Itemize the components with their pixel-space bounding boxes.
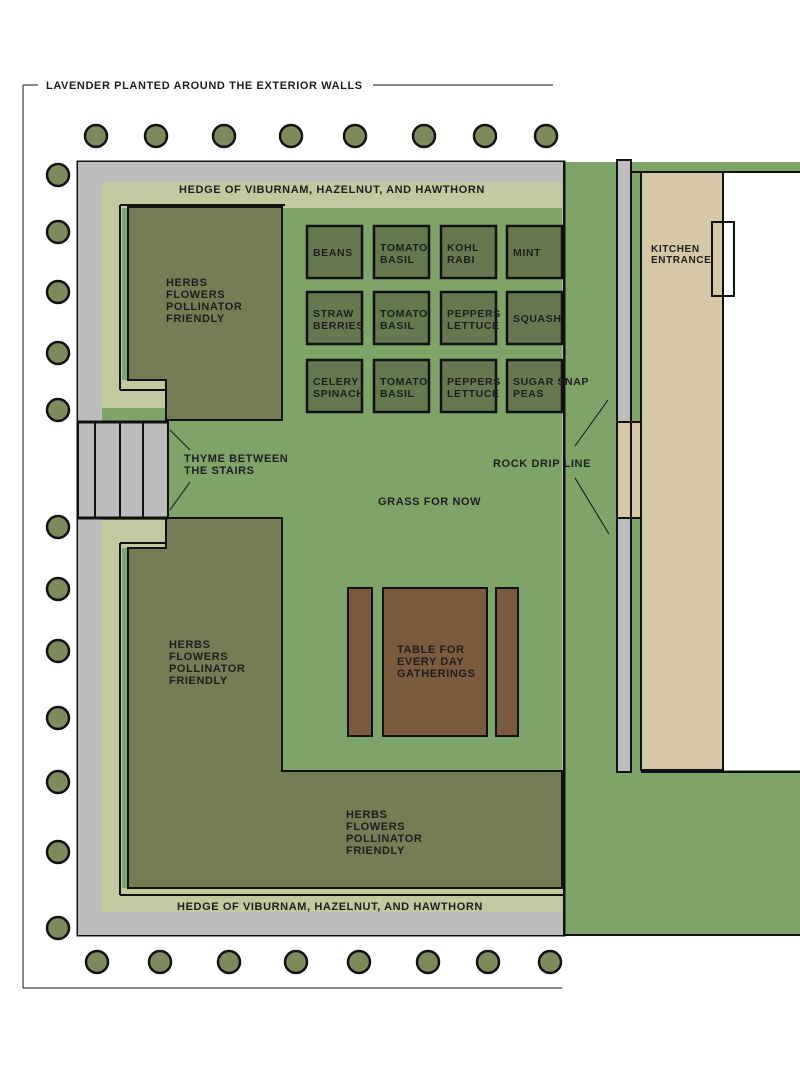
raised-bed bbox=[305, 224, 364, 280]
lavender-plant bbox=[45, 576, 71, 602]
stairs-label: THYME BETWEEN THE STAIRS bbox=[184, 453, 292, 477]
lavender-plant bbox=[415, 949, 441, 975]
lavender-plant bbox=[342, 123, 368, 149]
lavender-plant bbox=[45, 705, 71, 731]
lavender-plant bbox=[533, 123, 559, 149]
lavender-plant bbox=[537, 949, 563, 975]
lavender-legend-label: LAVENDER PLANTED AROUND THE EXTERIOR WAL… bbox=[46, 80, 363, 92]
raised-bed bbox=[505, 224, 564, 280]
grass-label: GRASS FOR NOW bbox=[378, 496, 481, 508]
raised-bed bbox=[372, 358, 431, 414]
bench-right bbox=[495, 587, 519, 737]
lavender-plant bbox=[45, 397, 71, 423]
hedge-top bbox=[102, 182, 562, 208]
table-label: TABLE FOR EVERY DAY GATHERINGS bbox=[397, 644, 476, 680]
herb-bed-bottom-label: HERBS FLOWERS POLLINATOR FRIENDLY bbox=[346, 809, 426, 857]
lavender-plant bbox=[346, 949, 372, 975]
kitchen-path bbox=[640, 171, 724, 771]
rock-drip-label: ROCK DRIP LINE bbox=[493, 458, 591, 470]
lavender-plant bbox=[283, 949, 309, 975]
herb-bed-top-left-label: HERBS FLOWERS POLLINATOR FRIENDLY bbox=[166, 277, 246, 325]
lavender-plants bbox=[45, 123, 563, 975]
raised-bed-label: BEANS bbox=[313, 247, 353, 259]
hedge-bottom-label: HEDGE OF VIBURNAM, HAZELNUT, AND HAWTHOR… bbox=[177, 901, 483, 913]
lavender-plant bbox=[45, 219, 71, 245]
herb-bed-bottom bbox=[127, 517, 563, 889]
lavender-plant bbox=[45, 340, 71, 366]
bench-left bbox=[347, 587, 373, 737]
lavender-plant bbox=[216, 949, 242, 975]
lavender-plant bbox=[143, 123, 169, 149]
raised-bed-label: MINT bbox=[513, 247, 541, 259]
raised-bed bbox=[505, 358, 564, 414]
kitchen-door bbox=[711, 221, 735, 297]
hedge-top-label: HEDGE OF VIBURNAM, HAZELNUT, AND HAWTHOR… bbox=[179, 184, 485, 196]
wall-top bbox=[78, 162, 564, 182]
lavender-plant bbox=[472, 123, 498, 149]
lavender-plant bbox=[45, 839, 71, 865]
lavender-plant bbox=[84, 949, 110, 975]
raised-bed bbox=[305, 358, 364, 414]
lavender-plant bbox=[45, 915, 71, 941]
raised-bed bbox=[439, 290, 498, 346]
raised-bed bbox=[439, 358, 498, 414]
wall-bottom bbox=[78, 912, 564, 935]
legend-frame: LAVENDER PLANTED AROUND THE EXTERIOR WAL… bbox=[22, 80, 562, 989]
lavender-plant bbox=[147, 949, 173, 975]
raised-bed-label: SQUASH bbox=[513, 313, 562, 325]
lavender-plant bbox=[83, 123, 109, 149]
raised-bed bbox=[305, 290, 364, 346]
lavender-plant bbox=[45, 514, 71, 540]
hedge-left-lower bbox=[102, 520, 122, 912]
east-gate bbox=[616, 421, 642, 519]
lavender-plant bbox=[45, 638, 71, 664]
stairs bbox=[77, 420, 169, 520]
lavender-plant bbox=[211, 123, 237, 149]
raised-bed bbox=[505, 290, 564, 346]
lavender-plant bbox=[411, 123, 437, 149]
raised-bed bbox=[372, 290, 431, 346]
lavender-plant bbox=[278, 123, 304, 149]
hedge-left-upper bbox=[102, 182, 122, 408]
lavender-plant bbox=[475, 949, 501, 975]
herb-bed-top-left bbox=[127, 206, 283, 421]
herb-bed-bottom-left-label: HERBS FLOWERS POLLINATOR FRIENDLY bbox=[169, 639, 249, 687]
kitchen-entrance-label: KITCHEN ENTRANCE bbox=[651, 244, 711, 266]
table bbox=[382, 587, 488, 737]
hedge-step-upper bbox=[122, 380, 166, 408]
lavender-plant bbox=[45, 162, 71, 188]
lavender-plant bbox=[45, 769, 71, 795]
raised-bed bbox=[372, 224, 431, 280]
hedge-bottom bbox=[102, 888, 562, 912]
raised-bed bbox=[439, 224, 498, 280]
lavender-plant bbox=[45, 279, 71, 305]
